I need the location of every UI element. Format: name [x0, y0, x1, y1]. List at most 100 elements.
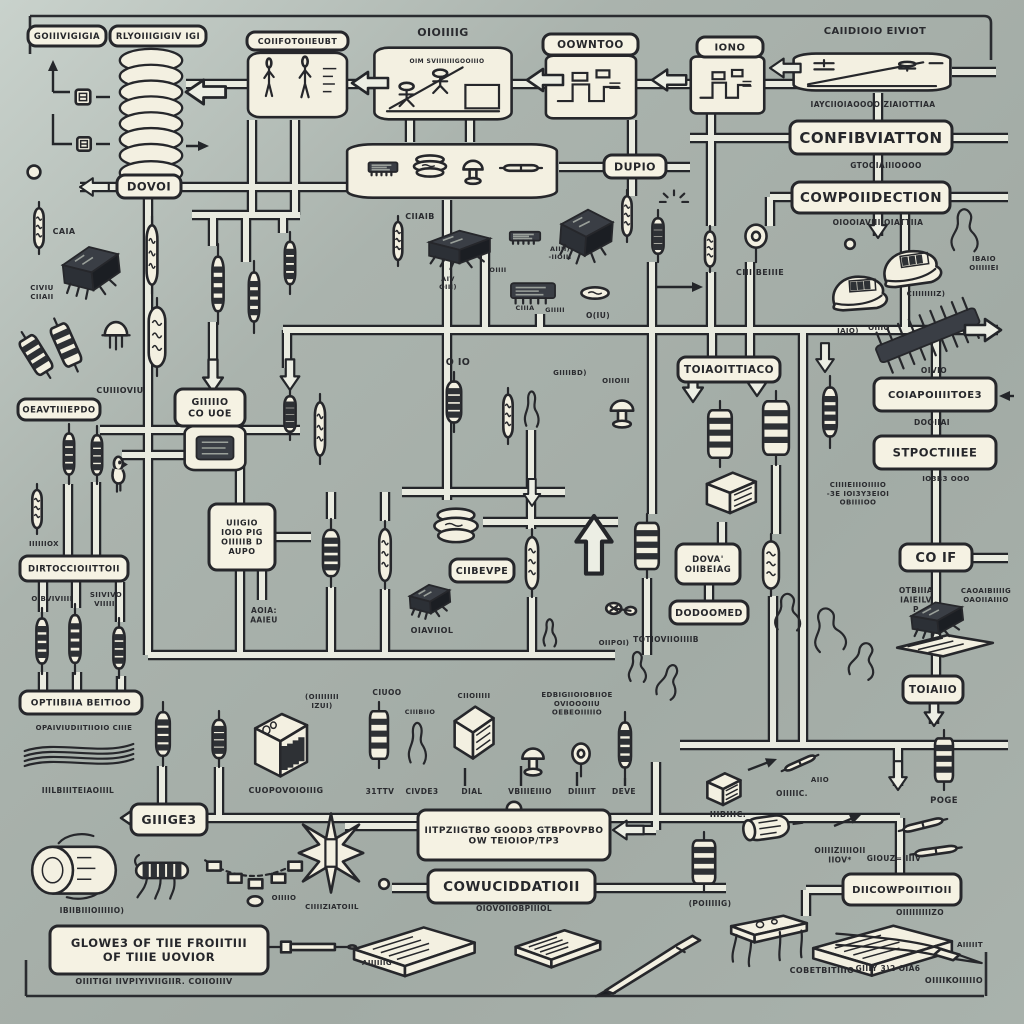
oval-illustration — [580, 286, 610, 300]
caption-oiov: OIOVOIIOBPIIIOL — [476, 904, 552, 913]
capsule-illustration — [393, 215, 403, 267]
label-top-left-2 — [108, 24, 208, 48]
boot-illustration — [832, 275, 888, 311]
label-component-header-text: COIIFOTOIIEUBT — [258, 37, 338, 46]
label-glowes — [48, 924, 270, 976]
panelslope-illustration — [794, 54, 951, 91]
caption-ciioiiiii: CIIOIIIII — [458, 692, 491, 700]
caption-ciiia: CIIIA — [515, 304, 534, 312]
label-oowntoo — [541, 32, 640, 57]
capsule-illustration — [378, 520, 392, 590]
resv-illustration — [210, 709, 228, 769]
wirecurl-illustration — [408, 722, 427, 765]
caption-civiu: CIVIU — [30, 284, 53, 292]
border-frame — [30, 14, 993, 60]
label-dodoomed-text: DODOOMED — [675, 608, 743, 619]
cube-illustration — [705, 471, 757, 514]
label-dova — [674, 542, 742, 586]
label-toiano-text: TOIAIIO — [909, 684, 957, 696]
label-code — [173, 387, 247, 428]
flow-arrow-icon — [350, 70, 390, 96]
chip-illustration — [408, 582, 452, 621]
capsule-illustration — [621, 189, 633, 243]
drum-illustration — [30, 832, 118, 901]
resv-illustration — [282, 230, 298, 296]
caption-awme: AIIIIIIG — [362, 959, 392, 967]
resv-illustration — [249, 261, 259, 333]
caption-oiaviiol: OIAVIIOL — [411, 626, 454, 635]
caption-poge: POGE — [930, 796, 958, 806]
caption-ciiiz: CIIIIZIATOIIL — [305, 903, 359, 911]
label-ungio-text: UIIGIO — [226, 518, 258, 527]
label-coif — [898, 542, 974, 573]
caption-dial: DIAL — [461, 787, 482, 796]
caption-mycho: IAYCIIOIAOOOOIZIAIOTTIAA — [811, 100, 936, 109]
resv-illustration — [36, 608, 47, 674]
pencil-illustration — [593, 934, 702, 999]
pill-illustration — [897, 815, 949, 835]
label-ginges-text: GIIIGE3 — [141, 812, 196, 827]
blockpins-illustration — [255, 714, 307, 776]
label-ungio-text: IOIO PIG — [221, 528, 263, 537]
pill-illustration — [780, 752, 820, 774]
cater-illustration — [135, 855, 188, 899]
wirecurl-illustration — [846, 639, 881, 682]
caption-aoia: AAIEU — [250, 615, 278, 624]
label-integrated-text: OW TEIOIOP/TP3 — [469, 837, 560, 847]
label-deavtnerdo — [16, 397, 102, 422]
capsule-illustration — [314, 393, 326, 465]
caption-vbiiieiiio: VBIIIEIIIO — [508, 787, 552, 796]
flow-arrow-icon — [963, 317, 1003, 343]
label-code-text: CO UOE — [188, 409, 232, 420]
label-component-header — [245, 30, 350, 52]
caption-cvii: CIIIIEIIIOIIIIO — [830, 481, 886, 489]
caption-giouz: GIOUZ=IIIIV — [867, 854, 922, 863]
flow-arrow-icon — [650, 68, 688, 92]
flow-arrow-icon — [184, 78, 228, 106]
label-ciibevpe — [448, 557, 516, 584]
caption-oiiiz2: OIIIIZIIIIOII — [814, 846, 865, 855]
flow-arrow-icon — [611, 819, 645, 841]
label-dupio-text: DUPIO — [614, 160, 656, 173]
panelcir-illustration — [544, 54, 638, 120]
resv-illustration — [212, 244, 223, 324]
label-ginges — [129, 802, 209, 837]
label-dodoomed — [668, 599, 750, 626]
caption-31ttv: 31TTV — [366, 787, 395, 796]
flow-arrow-icon — [815, 342, 835, 374]
resv-illustration — [69, 604, 80, 674]
label-consolidation-text: COWUCIDDATIOII — [443, 879, 580, 895]
small-arrow-icon — [848, 814, 861, 824]
wirecurl-illustration — [628, 651, 647, 683]
caption-ciibeiiie: CIIIIBEIIIE — [736, 268, 784, 277]
caption-dioning: OIOIIIIG — [417, 26, 468, 39]
flow-arrow-icon — [201, 358, 225, 394]
cube-illustration — [706, 772, 742, 806]
barrel-illustration — [370, 702, 388, 768]
caption-siiviv: SIIVIVO — [90, 591, 122, 599]
bench-illustration — [730, 914, 808, 968]
pot-illustration — [610, 400, 634, 429]
barrel-illustration — [708, 401, 732, 467]
dome-illustration — [101, 321, 131, 350]
caption-iaio: IAIO) — [837, 327, 859, 335]
pot-illustration — [521, 748, 545, 777]
resv-illustration — [650, 208, 666, 264]
plunger-illustration — [260, 940, 358, 954]
board-illustration — [895, 633, 995, 658]
wheels-illustration — [605, 602, 637, 616]
caption-iilbii: IIILBIIITEIAOIIIL — [42, 786, 114, 795]
label-top-left-1 — [26, 24, 108, 48]
caption-obviv: O BVIVIIII — [31, 595, 72, 603]
label-glowes-text: OF TIIIE UOVIOR — [103, 950, 215, 964]
caption-ciiaib: CIIAIB — [405, 212, 435, 221]
label-components-text: COIAPOIIIITOE3 — [888, 390, 982, 401]
caption-iiibiiic: IIIBIIIC. — [710, 810, 746, 819]
small-arrow-icon — [764, 758, 777, 768]
capsule-illustration — [524, 528, 540, 598]
label-compoundection — [790, 180, 952, 215]
caption-oiiik: OIIIIKOIIIIIO — [925, 976, 983, 985]
flow-arrow-icon — [768, 57, 802, 79]
